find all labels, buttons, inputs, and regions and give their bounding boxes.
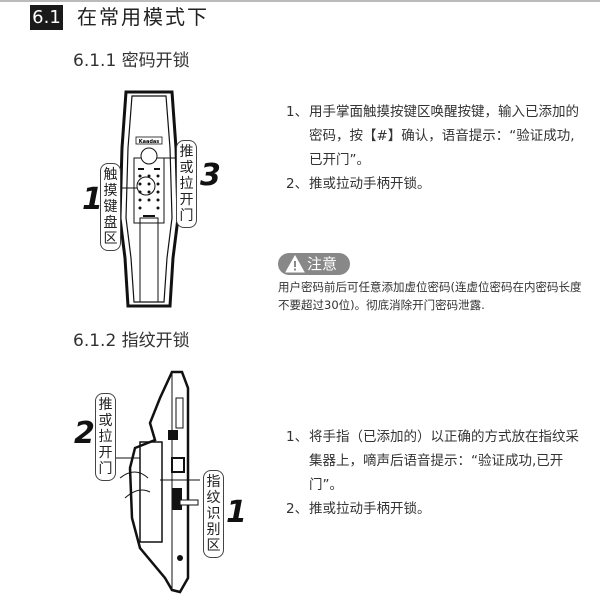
step-item: 1、将手指（已添加的）以正确的方式放在指纹采集器上，嘀声后语音提示：“验证成功,… xyxy=(286,429,579,493)
lock-front-illustration: Kaadas xyxy=(118,90,180,308)
caution-text: 用户密码前后可任意添加虚位密码(连虚位密码在内密码长度不要超过30位)。彻底消除… xyxy=(278,280,582,312)
touch-keypad-label: 触摸键盘区 xyxy=(100,163,121,251)
fingerprint-area-label: 指纹识别区 xyxy=(203,470,224,558)
push-pull-label: 推或拉开门 xyxy=(176,140,197,228)
caution-badge: 注意 xyxy=(278,253,350,275)
step-item: 2、推或拉动手柄开锁。 xyxy=(286,176,431,192)
step-number: 2 xyxy=(74,416,95,451)
password-steps: 1、用手掌面触摸按键区唤醒按键，输入已添加的密码，按【#】确认，语音提示：“验证… xyxy=(286,100,586,196)
brand-logo: Kaadas xyxy=(139,139,160,145)
push-pull-label: 推或拉开门 xyxy=(95,393,116,481)
keypad-keys xyxy=(138,168,160,217)
step-item: 2、推或拉动手柄开锁。 xyxy=(286,501,431,517)
step-number: 1 xyxy=(82,182,103,217)
section-title: 在常用模式下 xyxy=(77,5,209,29)
step-item: 1、用手掌面触摸按键区唤醒按键，输入已添加的密码，按【#】确认，语音提示：“验证… xyxy=(286,104,579,168)
top-divider xyxy=(0,0,600,2)
lock-side-illustration xyxy=(115,370,200,594)
fingerprint-unlock-heading: 6.1.2 指纹开锁 xyxy=(73,331,190,351)
warning-triangle-icon xyxy=(285,255,305,273)
fingerprint-steps: 1、将手指（已添加的）以正确的方式放在指纹采集器上，嘀声后语音提示：“验证成功,… xyxy=(286,425,586,521)
step-number: 1 xyxy=(226,495,247,530)
step-number: 3 xyxy=(200,158,221,193)
password-unlock-heading: 6.1.1 密码开锁 xyxy=(73,51,190,71)
section-number: 6.1 xyxy=(30,5,63,30)
